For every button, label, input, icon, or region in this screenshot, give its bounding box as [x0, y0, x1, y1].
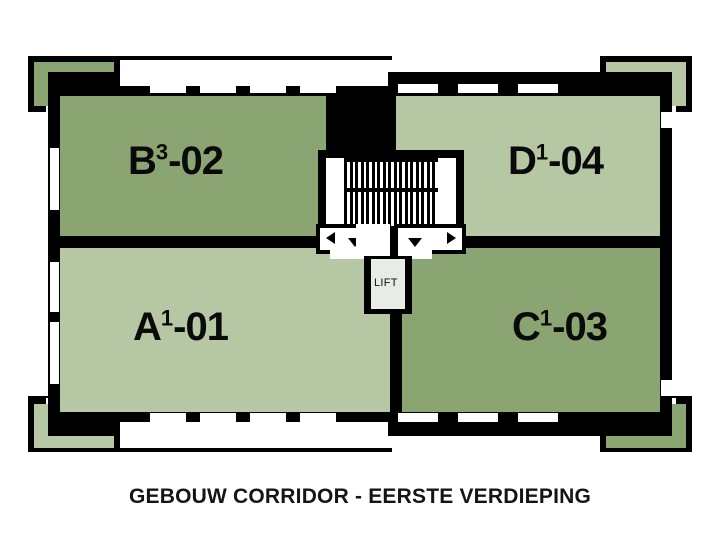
- stair-tread: [393, 160, 397, 228]
- unit-label-a1-01: A1-01: [133, 305, 229, 349]
- window-left-2: [50, 262, 59, 312]
- stair-tread: [410, 160, 414, 228]
- window-left-1: [50, 148, 59, 210]
- window-bottom-2: [200, 413, 236, 422]
- stair-tread: [432, 160, 436, 228]
- window-right-2: [661, 380, 672, 396]
- stair-tread: [382, 160, 386, 228]
- left-outer-gap-top: [36, 112, 48, 396]
- window-top-2: [200, 84, 236, 93]
- unit-a1-01: [60, 248, 390, 412]
- window-top-7: [518, 84, 558, 93]
- unit-label-b3-02: B3-02: [128, 139, 224, 183]
- spine-wall-left: [48, 236, 326, 248]
- unit-b3-02: [60, 96, 320, 236]
- unit-label-a-dash: -: [173, 305, 186, 349]
- threshold-left: [330, 250, 364, 259]
- unit-label-a-num: 01: [185, 305, 228, 349]
- stair-tread: [377, 160, 381, 228]
- stair-tread: [344, 160, 347, 228]
- unit-label-d1-04: D1-04: [508, 139, 604, 183]
- lift-label: LIFT: [374, 277, 398, 289]
- stair-tread: [366, 160, 370, 228]
- unit-label-b-num: 02: [180, 139, 223, 183]
- top-left-walkway-rail: [116, 56, 392, 60]
- stair-tread: [349, 160, 353, 228]
- window-bottom-3: [250, 413, 286, 422]
- unit-label-a-letter: A: [133, 305, 162, 349]
- top-left-walkway: [120, 60, 388, 86]
- unit-label-c-superscript: 1: [539, 305, 553, 331]
- window-top-5: [398, 84, 438, 93]
- window-bottom-4: [300, 413, 336, 422]
- bottom-left-walkway-rail: [116, 448, 392, 452]
- lift-shaft-cab: [371, 259, 405, 309]
- stair-handrail: [344, 188, 438, 192]
- stair-tread: [399, 160, 403, 228]
- stair-tread: [388, 160, 392, 228]
- stair-tread: [360, 160, 364, 228]
- stair-tread: [355, 160, 359, 228]
- plan-caption: GEBOUW CORRIDOR - EERSTE VERDIEPING: [128, 485, 592, 508]
- unit-label-b-number: -: [168, 139, 181, 183]
- unit-label-c-letter: C: [512, 305, 541, 349]
- right-outer-gap: [672, 112, 686, 396]
- spine-wall-right: [458, 236, 672, 248]
- stair-tread: [404, 160, 408, 228]
- window-top-4: [300, 84, 336, 93]
- unit-label-b-superscript: 3: [155, 139, 169, 165]
- window-bottom-7: [518, 413, 558, 422]
- window-left-3: [50, 322, 59, 384]
- unit-c1-03: [402, 248, 660, 412]
- unit-label-a-superscript: 1: [160, 305, 174, 331]
- unit-label-c-dash: -: [552, 305, 565, 349]
- stair-tread: [426, 160, 430, 228]
- window-right-1: [661, 112, 672, 128]
- bottom-left-walkway: [120, 422, 388, 448]
- unit-label-b-letter: B: [128, 139, 157, 183]
- door-arrow-right-down-icon: [408, 238, 422, 247]
- stair-tread: [371, 160, 375, 228]
- unit-label-d-num: 04: [560, 139, 603, 183]
- window-bottom-6: [458, 413, 498, 422]
- unit-label-c-num: 03: [564, 305, 607, 349]
- stair-landing-bottom: [344, 226, 438, 230]
- window-bottom-1: [150, 413, 186, 422]
- threshold-right: [398, 250, 432, 259]
- unit-label-d-dash: -: [548, 139, 561, 183]
- door-arrow-right-icon: [447, 232, 456, 244]
- unit-label-c1-03: C1-03: [512, 305, 608, 349]
- unit-label-d-superscript: 1: [535, 139, 549, 165]
- window-top-1: [150, 84, 186, 93]
- stair-tread: [421, 160, 425, 228]
- door-arrow-left-down-icon: [348, 238, 362, 247]
- window-top-3: [250, 84, 286, 93]
- window-top-6: [458, 84, 498, 93]
- unit-label-d-letter: D: [508, 139, 537, 183]
- door-arrow-left-icon: [326, 232, 335, 244]
- window-bottom-5: [398, 413, 438, 422]
- stair-tread: [415, 160, 419, 228]
